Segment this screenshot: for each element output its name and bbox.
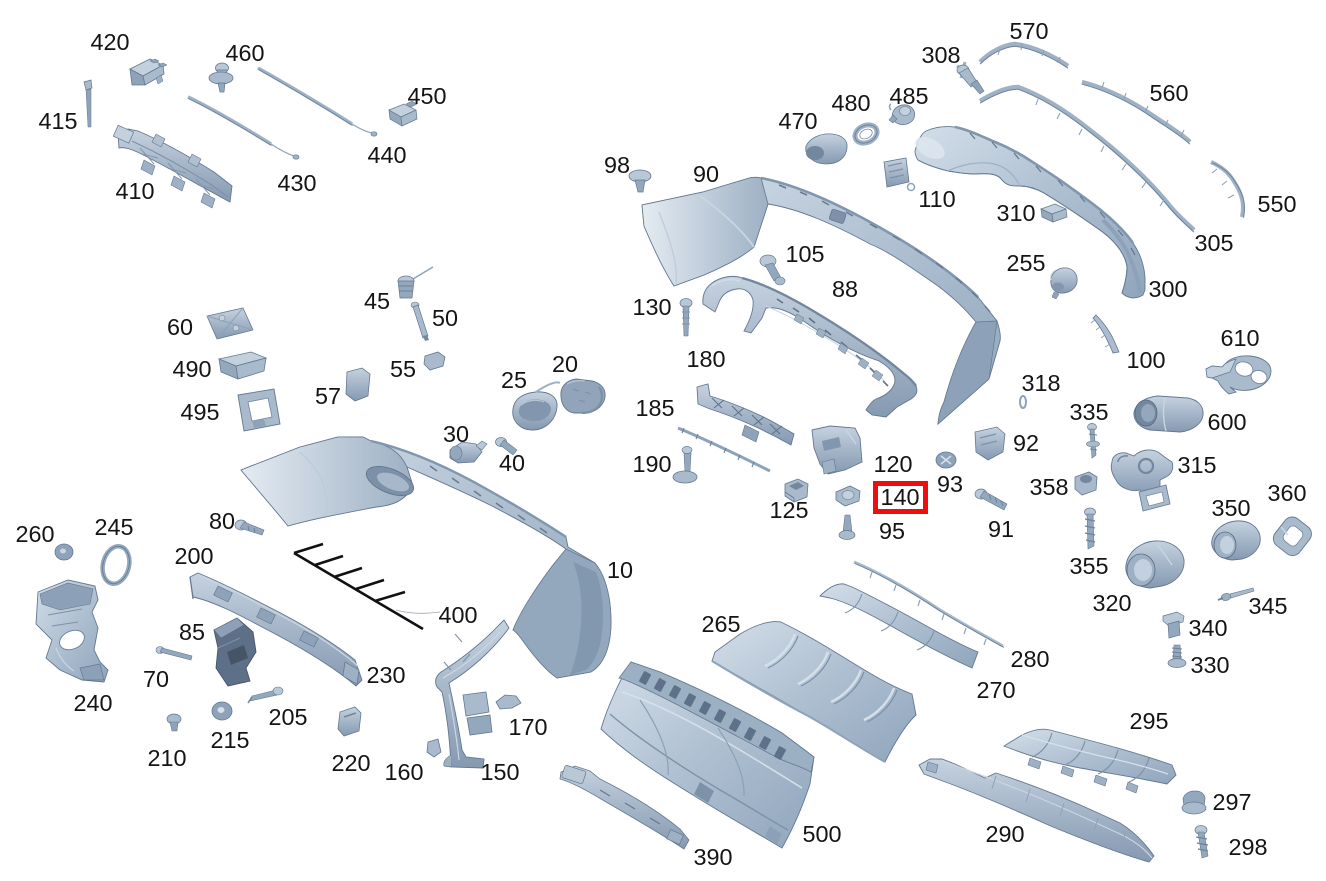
svg-text:550: 550 <box>1257 191 1296 217</box>
svg-text:85: 85 <box>179 619 205 645</box>
svg-text:40: 40 <box>499 450 525 476</box>
svg-text:230: 230 <box>366 662 405 688</box>
svg-text:295: 295 <box>1129 708 1168 734</box>
svg-text:92: 92 <box>1013 430 1039 456</box>
svg-text:415: 415 <box>38 108 77 134</box>
svg-text:315: 315 <box>1177 452 1216 478</box>
svg-text:480: 480 <box>831 90 870 116</box>
svg-text:290: 290 <box>985 821 1024 847</box>
svg-text:500: 500 <box>802 821 841 847</box>
svg-text:200: 200 <box>174 543 213 569</box>
svg-text:55: 55 <box>390 356 416 382</box>
svg-text:245: 245 <box>94 514 133 540</box>
svg-text:210: 210 <box>147 745 186 771</box>
svg-text:125: 125 <box>769 497 808 523</box>
svg-text:110: 110 <box>918 186 955 212</box>
svg-text:495: 495 <box>180 399 219 425</box>
svg-text:560: 560 <box>1149 80 1188 106</box>
svg-text:30: 30 <box>443 421 469 447</box>
svg-text:265: 265 <box>701 611 740 637</box>
svg-text:335: 335 <box>1069 399 1108 425</box>
svg-text:485: 485 <box>889 83 928 109</box>
svg-text:190: 190 <box>632 451 671 477</box>
svg-text:260: 260 <box>15 521 54 547</box>
svg-text:270: 270 <box>976 677 1015 703</box>
svg-text:390: 390 <box>693 844 732 870</box>
svg-text:350: 350 <box>1211 495 1250 521</box>
svg-text:360: 360 <box>1267 480 1306 506</box>
svg-text:80: 80 <box>209 508 235 534</box>
svg-text:170: 170 <box>508 714 547 740</box>
svg-text:460: 460 <box>225 40 264 66</box>
svg-text:60: 60 <box>167 314 193 340</box>
svg-text:470: 470 <box>778 108 817 134</box>
svg-text:25: 25 <box>501 367 527 393</box>
svg-text:150: 150 <box>480 759 519 785</box>
svg-text:400: 400 <box>438 602 477 628</box>
svg-text:88: 88 <box>832 276 858 302</box>
svg-text:100: 100 <box>1126 347 1165 373</box>
svg-text:90: 90 <box>693 161 719 187</box>
svg-text:345: 345 <box>1248 593 1287 619</box>
svg-text:93: 93 <box>937 471 963 497</box>
svg-text:180: 180 <box>686 346 725 372</box>
svg-text:70: 70 <box>143 666 169 692</box>
svg-text:98: 98 <box>604 152 630 178</box>
svg-text:610: 610 <box>1220 325 1259 351</box>
svg-text:50: 50 <box>432 305 458 331</box>
svg-text:185: 185 <box>635 395 674 421</box>
svg-text:440: 440 <box>367 142 406 168</box>
svg-text:358: 358 <box>1029 474 1068 500</box>
svg-text:305: 305 <box>1194 230 1233 256</box>
svg-text:318: 318 <box>1021 370 1060 396</box>
svg-text:340: 340 <box>1188 615 1227 641</box>
svg-text:430: 430 <box>277 170 316 196</box>
svg-text:490: 490 <box>172 356 211 382</box>
svg-text:420: 420 <box>90 29 129 55</box>
svg-text:215: 215 <box>210 727 249 753</box>
svg-text:10: 10 <box>607 557 633 583</box>
svg-text:57: 57 <box>315 383 341 409</box>
svg-text:450: 450 <box>407 83 446 109</box>
svg-text:410: 410 <box>115 178 154 204</box>
svg-text:310: 310 <box>996 200 1035 226</box>
svg-text:105: 105 <box>785 241 824 267</box>
svg-text:240: 240 <box>73 690 112 716</box>
svg-text:298: 298 <box>1228 834 1267 860</box>
svg-text:570: 570 <box>1009 18 1048 44</box>
svg-text:140: 140 <box>880 484 919 510</box>
svg-text:297: 297 <box>1212 789 1251 815</box>
svg-text:220: 220 <box>331 750 370 776</box>
svg-text:355: 355 <box>1069 553 1108 579</box>
svg-text:160: 160 <box>384 759 423 785</box>
svg-text:320: 320 <box>1092 590 1131 616</box>
svg-text:280: 280 <box>1010 646 1049 672</box>
svg-text:95: 95 <box>879 518 905 544</box>
svg-text:205: 205 <box>268 704 307 730</box>
svg-text:130: 130 <box>632 294 671 320</box>
svg-text:20: 20 <box>552 351 578 377</box>
svg-text:308: 308 <box>921 42 960 68</box>
svg-text:255: 255 <box>1006 250 1045 276</box>
svg-text:330: 330 <box>1190 652 1229 678</box>
svg-text:600: 600 <box>1207 409 1246 435</box>
svg-text:120: 120 <box>873 451 912 477</box>
svg-text:91: 91 <box>988 516 1014 542</box>
svg-text:300: 300 <box>1148 276 1187 302</box>
svg-text:45: 45 <box>364 288 390 314</box>
